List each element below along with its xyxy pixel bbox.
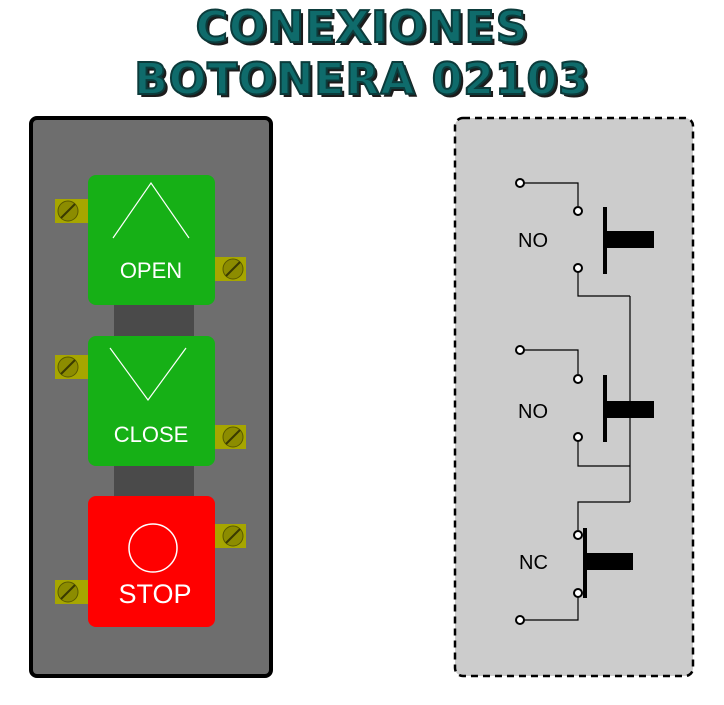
terminal-screw (55, 199, 88, 223)
contact-nc: NC (515, 528, 633, 625)
terminal-screw (214, 524, 246, 548)
common-wire (577, 501, 630, 530)
terminal-screw (55, 355, 88, 379)
pendant-connector (114, 300, 194, 340)
pendant-connector (114, 462, 194, 502)
close-button-label: CLOSE (114, 422, 189, 447)
contact-label: NC (519, 552, 548, 574)
schematic-panel (453, 116, 695, 678)
pendant-station: OPEN CLOSE STOP (29, 116, 273, 678)
circle-icon (128, 523, 178, 573)
up-chevron-icon (112, 181, 190, 239)
contact-label: NO (518, 401, 548, 423)
contact-no-1: NO (515, 178, 654, 297)
stop-button[interactable]: STOP (88, 496, 215, 627)
stop-button-label: STOP (118, 579, 191, 609)
title-line-1: CONEXIONES (195, 1, 529, 54)
terminal-screw (55, 580, 88, 604)
title-line-2: BOTONERA 02103 (133, 53, 590, 106)
open-button-label: OPEN (120, 258, 182, 283)
wiring-schematic: NO NO NC (453, 116, 695, 678)
down-chevron-icon (109, 347, 187, 402)
contact-label: NO (518, 230, 548, 252)
close-button[interactable]: CLOSE (88, 336, 215, 466)
open-button[interactable]: OPEN (88, 175, 215, 305)
terminal-screw (214, 257, 246, 281)
terminal-screw (214, 425, 246, 449)
contact-no-2: NO (515, 345, 654, 467)
